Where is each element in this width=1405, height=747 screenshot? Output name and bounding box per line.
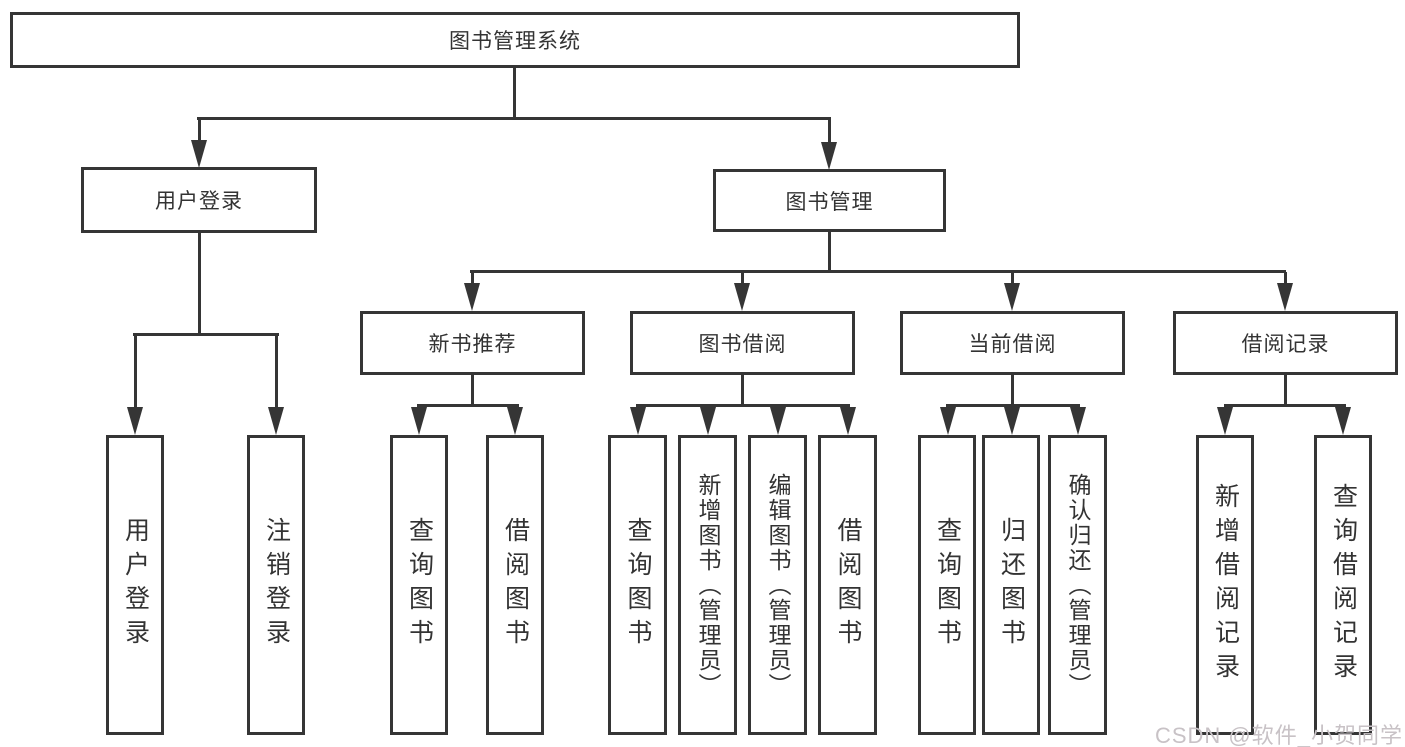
leaf-borrow-query-books: 查询图书 — [608, 435, 667, 735]
leaf-current-query-books: 查询图书 — [918, 435, 976, 735]
arrowhead-borrow-leaf1 — [630, 407, 646, 435]
connector-drop-login-leaf1 — [134, 335, 137, 409]
node-book-mgmt-label: 图书管理 — [785, 190, 874, 214]
node-new-book-recommend-label: 新书推荐 — [428, 333, 517, 356]
arrowhead-user-login — [191, 140, 207, 168]
leaf-borrow-borrow-books: 借阅图书 — [818, 435, 877, 735]
node-book-borrow: 图书借阅 — [630, 311, 855, 375]
leaf-add-books-admin: 新增图书（管理员） — [678, 435, 737, 735]
connector-drop-l3-2 — [741, 272, 744, 286]
connector-borrow-stem — [741, 375, 744, 407]
connector-recommend-stem — [471, 375, 474, 407]
leaf-add-borrow-record-label: 新增借阅记录 — [1211, 483, 1240, 687]
arrowhead-current-leaf3 — [1070, 407, 1086, 435]
leaf-return-books: 归还图书 — [982, 435, 1040, 735]
arrowhead-borrow-leaf2 — [700, 407, 716, 435]
arrowhead-l3-2 — [734, 283, 750, 311]
node-root-label: 图书管理系统 — [449, 30, 581, 53]
arrowhead-records-leaf1 — [1217, 407, 1233, 435]
connector-mgmt-stem — [828, 232, 831, 272]
connector-drop-l3-3 — [1011, 272, 1014, 286]
leaf-edit-books-admin: 编辑图书（管理员） — [748, 435, 807, 735]
connector-drop-user-login — [198, 119, 201, 143]
arrowhead-login-leaf1 — [127, 407, 143, 435]
arrowhead-recommend-leaf1 — [411, 407, 427, 435]
leaf-borrow-query-books-label: 查询图书 — [624, 517, 652, 653]
arrowhead-borrow-leaf3 — [770, 407, 786, 435]
leaf-borrow-borrow-books-label: 借阅图书 — [834, 517, 862, 653]
arrowhead-l3-3 — [1004, 283, 1020, 311]
leaf-user-login-label: 用户登录 — [121, 517, 150, 653]
arrowhead-recommend-leaf2 — [507, 407, 523, 435]
leaf-add-books-admin-label: 新增图书（管理员） — [695, 472, 721, 698]
node-user-login-label: 用户登录 — [155, 190, 243, 213]
node-current-borrow-label: 当前借阅 — [968, 333, 1057, 356]
arrowhead-current-leaf1 — [940, 407, 956, 435]
connector-drop-book-mgmt — [828, 119, 831, 143]
leaf-return-books-label: 归还图书 — [997, 517, 1026, 653]
leaf-recommend-borrow-books: 借阅图书 — [486, 435, 544, 735]
connector-login-stem — [198, 233, 201, 336]
leaf-recommend-query-books-label: 查询图书 — [405, 517, 434, 653]
leaf-current-query-books-label: 查询图书 — [933, 517, 962, 653]
connector-current-bus — [946, 404, 1080, 407]
arrowhead-records-leaf2 — [1335, 407, 1351, 435]
leaf-recommend-borrow-books-label: 借阅图书 — [501, 517, 530, 653]
leaf-recommend-query-books: 查询图书 — [390, 435, 448, 735]
node-new-book-recommend: 新书推荐 — [360, 311, 585, 375]
leaf-logout-label: 注销登录 — [262, 517, 291, 653]
connector-root-stem — [513, 66, 516, 118]
leaf-edit-books-admin-label: 编辑图书（管理员） — [765, 472, 791, 698]
connector-login-bus — [133, 333, 279, 336]
arrowhead-borrow-leaf4 — [840, 407, 856, 435]
connector-drop-l3-1 — [471, 272, 474, 286]
csdn-watermark: CSDN @软件_小贺同学 — [1154, 723, 1403, 747]
connector-recommend-bus — [417, 404, 519, 407]
node-borrow-records: 借阅记录 — [1173, 311, 1398, 375]
arrowhead-login-leaf2 — [268, 407, 284, 435]
connector-current-stem — [1011, 375, 1014, 407]
node-user-login: 用户登录 — [81, 167, 317, 233]
connector-records-stem — [1284, 375, 1287, 407]
node-current-borrow: 当前借阅 — [900, 311, 1125, 375]
leaf-add-borrow-record: 新增借阅记录 — [1196, 435, 1254, 735]
leaf-logout: 注销登录 — [247, 435, 305, 735]
leaf-user-login: 用户登录 — [106, 435, 164, 735]
leaf-confirm-return-admin: 确认归还（管理员） — [1048, 435, 1107, 735]
leaf-query-borrow-record-label: 查询借阅记录 — [1329, 483, 1358, 687]
connector-drop-l3-4 — [1284, 272, 1287, 286]
arrowhead-current-leaf2 — [1004, 407, 1020, 435]
connector-borrow-bus — [636, 404, 850, 407]
arrowhead-l3-1 — [464, 283, 480, 311]
connector-records-bus — [1224, 404, 1346, 407]
connector-mgmt-bus — [470, 270, 1286, 273]
connector-drop-login-leaf2 — [275, 335, 278, 409]
node-book-mgmt: 图书管理 — [713, 169, 946, 232]
node-book-borrow-label: 图书借阅 — [698, 333, 787, 356]
connector-root-bus — [197, 117, 831, 120]
arrowhead-book-mgmt — [821, 142, 837, 170]
node-borrow-records-label: 借阅记录 — [1241, 333, 1330, 356]
node-root: 图书管理系统 — [10, 12, 1020, 68]
leaf-confirm-return-admin-label: 确认归还（管理员） — [1065, 472, 1091, 698]
arrowhead-l3-4 — [1277, 283, 1293, 311]
leaf-query-borrow-record: 查询借阅记录 — [1314, 435, 1372, 735]
